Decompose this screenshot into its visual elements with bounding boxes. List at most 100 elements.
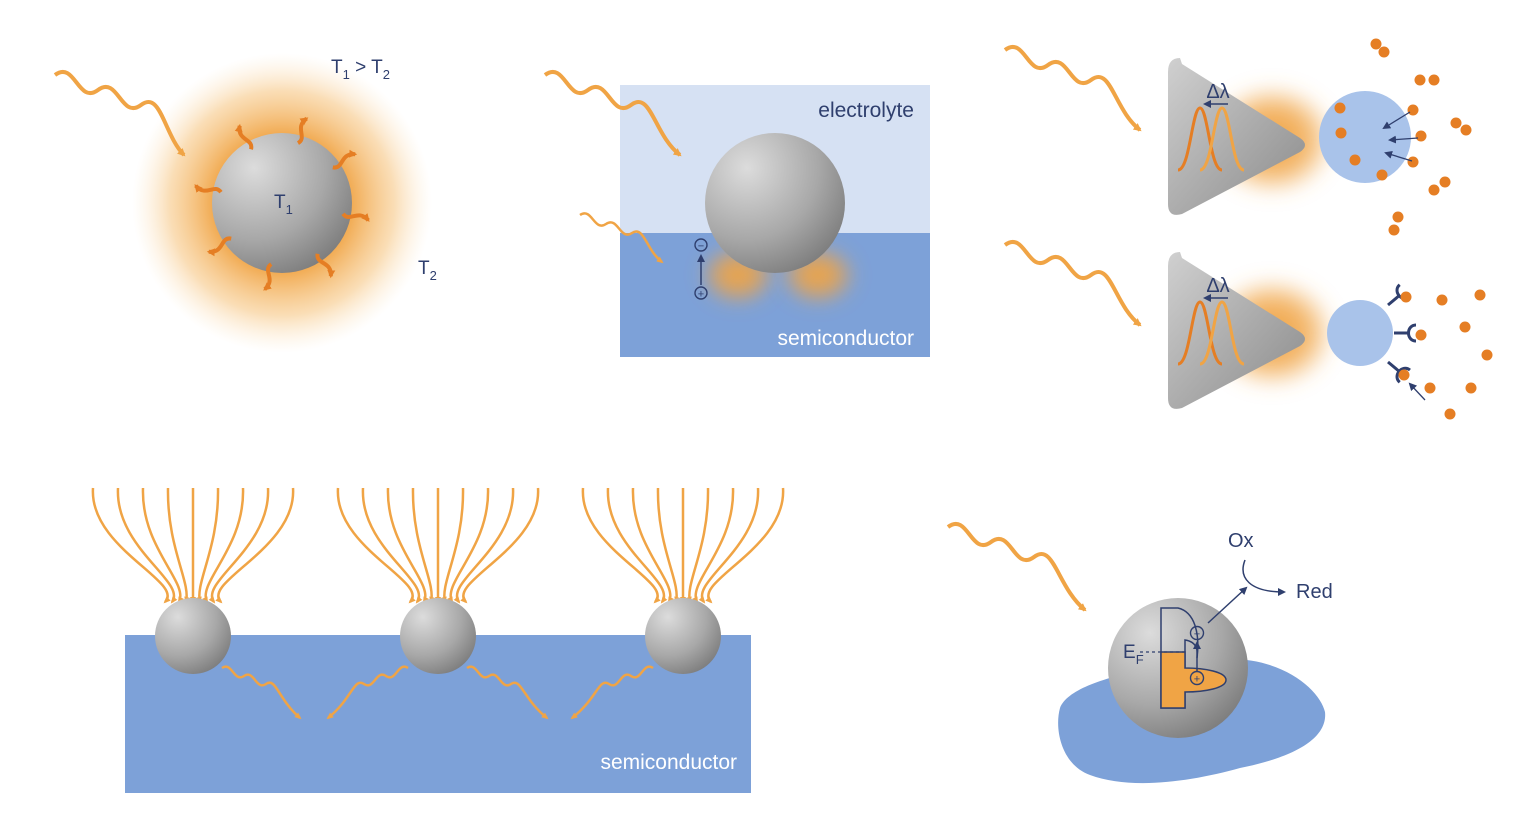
receptor [1387,360,1411,384]
light-funnel-line [411,487,436,604]
analyte-dot [1370,38,1382,50]
light-funnel-line [91,487,171,604]
heat-arrow [234,123,254,150]
semiconductor-label: semiconductor [777,327,914,350]
analyte-dot [1444,408,1456,420]
analyte-molecules [1334,38,1472,236]
incident-light-wave [53,70,186,157]
receptor-stem [1387,294,1400,307]
reduction-arrow [1242,559,1286,596]
light-funnel-line [202,487,245,604]
receptor [1394,323,1417,343]
nanoparticle-middle [400,598,476,674]
nanoparticle-right [645,598,721,674]
heat-arrow [315,253,336,279]
analyte-dot [1460,124,1472,136]
spectrum-peak-shifted [1199,300,1245,366]
analyte-dot [1415,130,1427,142]
light-funnel-line [447,487,490,604]
panel-particle-array: semiconductor [91,487,785,793]
analyte-dot [1481,349,1493,361]
receptor-stem [1387,360,1400,373]
analyte-dot [1415,329,1427,341]
hole-symbol: + [1194,674,1200,686]
receptor-cup [1407,323,1417,343]
analyte-dot [1388,224,1400,236]
panel-hot-electron-electrolyte: − + electrolyte semiconductor [543,70,930,357]
functionalized-particle [1327,300,1393,366]
light-funnel-line [208,487,270,604]
light-funnel-line [386,487,429,604]
spectrum-peak-original [1177,300,1223,366]
light-funnel-line [440,487,465,604]
nanotriangle [1168,252,1305,409]
panel-photothermal: T1 T1 > T2 T2 [53,53,437,353]
light-funnel-line [606,487,668,604]
binding-arrow [1408,382,1426,401]
electron-transfer-arrow [1207,586,1248,624]
light-funnel-line [656,487,681,604]
electron-marker [694,238,708,252]
analyte-molecules [1398,289,1493,420]
analyte-dot [1474,289,1486,301]
nanotriangle [1168,58,1305,215]
light-funnel-line [460,487,540,604]
nanoparticle-sphere [705,133,845,273]
semiconductor-label: semiconductor [600,751,737,774]
analyte-dot [1459,321,1471,333]
occupied-states [1160,651,1227,709]
scattered-light-wave [570,665,654,720]
light-funnel-lines [91,487,785,604]
analyte-dot [1439,176,1451,188]
wavelength-shift-label: Δλ [1206,81,1229,103]
incident-light-wave [543,70,682,157]
analyte-dot [1428,184,1440,196]
electrolyte-label: electrolyte [818,99,914,122]
analyte-dot [1465,382,1477,394]
heat-arrow [332,149,358,170]
t1-label: T1 [274,192,293,217]
incident-light-wave [946,522,1087,612]
incident-light-wave [1003,240,1142,327]
analyte-dot [1392,211,1404,223]
panel-photocatalysis: EF − + Ox Red [946,522,1333,784]
ox-label: Ox [1228,530,1254,552]
analyte-dot [1376,169,1388,181]
incident-light-wave-small [579,212,664,264]
light-funnel-line [631,487,674,604]
scattered-light-wave [466,665,549,720]
light-funnel-line [685,487,710,604]
light-funnel-line [453,487,515,604]
panel-sensing-top: Δλ [1003,38,1472,236]
heat-arrow [296,116,309,145]
nanoparticle-left [155,598,231,674]
temperature-relation: T1 > T2 [331,57,390,82]
analyte-dot [1335,127,1347,139]
analyte-dot [1378,46,1390,58]
spectrum-peak-original [1177,106,1223,172]
light-funnel-line [692,487,735,604]
heat-arrow [194,184,223,194]
wavelength-shift-label: Δλ [1206,275,1229,297]
electron-marker [1189,625,1205,641]
binding-arrow [1384,150,1413,162]
light-funnel-line [361,487,423,604]
light-funnel-line [166,487,191,604]
scattered-light-wave [326,665,409,720]
analyte-dot [1414,74,1426,86]
light-funnel-line [195,487,220,604]
light-funnel-line [705,487,785,604]
analyte-dot [1450,117,1462,129]
heat-arrow [206,236,232,257]
electron-symbol: − [1194,629,1200,641]
light-funnel-line [698,487,760,604]
scattered-light-wave [221,665,302,720]
binding-arrow [1388,135,1419,144]
sensing-particle [1319,91,1411,183]
hole-symbol: + [698,289,704,301]
analyte-dot [1349,154,1361,166]
analyte-dot [1407,156,1419,168]
heat-emission-arrows [194,116,370,291]
analyte-dot [1398,369,1410,381]
